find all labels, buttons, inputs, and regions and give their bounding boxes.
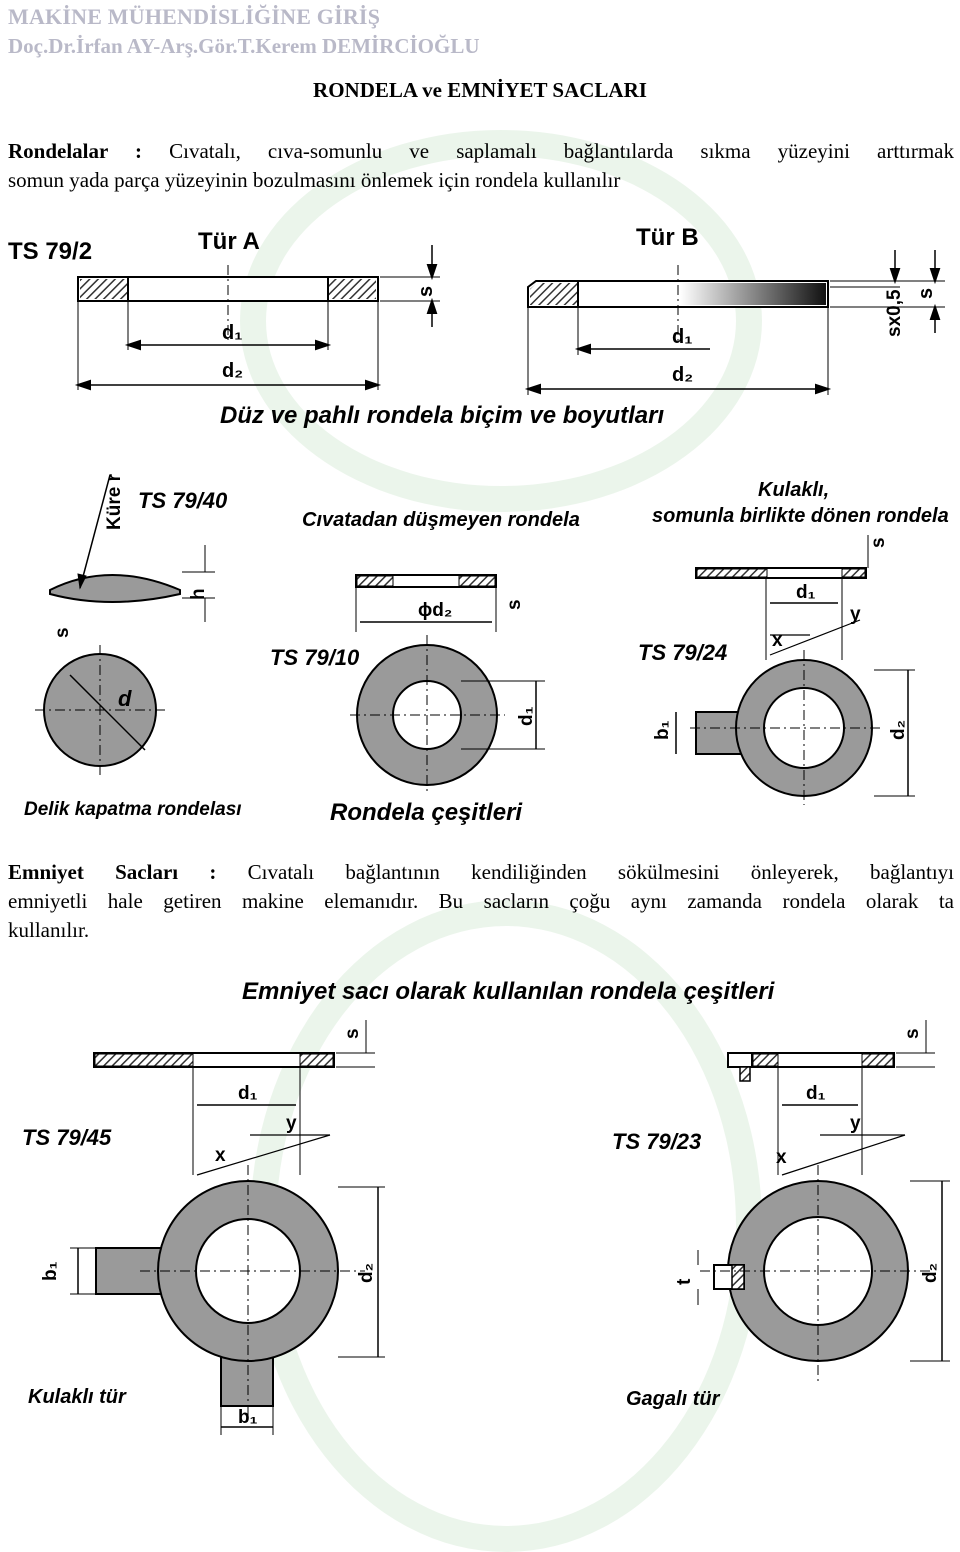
hole-cover-label: Delik kapatma rondelası [24,799,242,820]
dim-s-b: s [915,288,937,299]
dim-d1-b: d₁ [672,326,693,348]
page-title: RONDELA ve EMNİYET SACLARI [313,78,647,102]
type-a-washer [74,245,440,391]
dim-x-beaked: x [776,1147,787,1168]
dim-d1-eared: d₁ [238,1083,258,1104]
dim-y-eared: y [286,1113,297,1134]
beaked-lock-washer [697,1020,950,1385]
dim-phi-d2: ϕd₂ [418,600,452,621]
rondelalar-text-1: Cıvatalı, cıva-somunlu ve saplamalı bağl… [169,139,955,163]
dim-d2-eared: d₂ [356,1263,377,1283]
dim-b1-eared: b₁ [40,1261,61,1281]
dim-x-tab: x [772,630,783,651]
hole-cover-washer [35,474,215,775]
std-ts79-10: TS 79/10 [270,645,360,670]
emniyet-line-2: emniyetli hale getiren makine elemanıdır… [8,889,954,913]
figure-washer-types: Küre r TS 79/40 h s d Delik kapatma rond… [24,473,949,826]
dim-chamfer: sx0,5 [884,289,905,337]
dim-d2-tab: d₂ [888,720,909,740]
dim-b1-ear-bottom: b₁ [238,1407,258,1428]
authors-header: Doç.Dr.İrfan AY-Arş.Gör.T.Kerem DEMİRCİO… [8,34,480,58]
figure3-caption: Emniyet sacı olarak kullanılan rondela ç… [242,978,776,1005]
figure-lock-washers: Emniyet sacı olarak kullanılan rondela ç… [22,978,950,1435]
non-falling-title: Cıvatadan düşmeyen rondela [302,509,580,531]
std-ts79-40: TS 79/40 [138,488,228,513]
rondelalar-term: Rondelalar : [8,139,143,163]
rondelalar-line-2: somun yada parça yüzeyinin bozulmasını ö… [8,168,621,192]
std-ts79-24: TS 79/24 [638,640,727,665]
emniyet-text-1: Cıvatalı bağlantının kendiliğinden sökül… [247,860,955,884]
emniyet-term: Emniyet Sacları : [8,860,217,884]
figure1-caption: Düz ve pahlı rondela biçim ve boyutları [220,402,664,429]
type-b-washer [524,250,945,395]
dim-s-nf: s [504,599,525,610]
course-header: MAKİNE MÜHENDİSLİĞİNE GİRİŞ [8,4,381,29]
dim-t-beaked: t [674,1278,695,1285]
beaked-type-label: Gagalı tür [626,1388,721,1410]
emniyet-line-3: kullanılır. [8,918,90,942]
dim-y-beaked: y [850,1113,861,1134]
figure2-caption: Rondela çeşitleri [330,799,523,826]
eared-lock-washer [70,1020,385,1435]
dim-y-tab: y [850,604,861,625]
eared-type-label: Kulaklı tür [28,1386,127,1408]
non-falling-washer [350,574,545,795]
dim-d-cover: d [118,686,132,711]
type-b-label: Tür B [636,224,699,251]
tab-title-1: Kulaklı, [758,479,829,501]
dim-s-a: s [415,286,437,297]
dim-d2-a: d₂ [222,360,243,382]
std-ts79-2: TS 79/2 [8,238,92,265]
type-a-label: Tür A [198,228,260,255]
sphere-label: Küre r [104,473,125,530]
dim-s-cover: s [52,627,73,638]
dim-s-tab: s [868,537,889,548]
dim-d1-a: d₁ [222,322,243,344]
dim-d2-b: d₂ [672,364,693,386]
rondelalar-line-1: Rondelalar : Cıvatalı, cıva-somunlu ve s… [8,137,954,166]
dim-d1-tab: d₁ [796,582,816,603]
dim-h: h [188,588,209,600]
std-ts79-45: TS 79/45 [22,1125,112,1150]
dim-s-beaked: s [902,1028,923,1039]
dim-b1-tab: b₁ [652,720,673,740]
tabbed-washer [675,535,915,805]
tab-title-2: somunla birlikte dönen rondela [652,505,949,527]
emniyet-line-1: Emniyet Sacları : Cıvatalı bağlantının k… [8,858,954,887]
figure-flat-washer: TS 79/2 Tür A Tür B d₁ d₂ s [8,224,945,429]
dim-d2-beaked: d₂ [920,1263,941,1283]
dim-d1-beaked: d₁ [806,1083,826,1104]
dim-d1-nf: d₁ [516,706,537,726]
dim-s-eared: s [342,1028,363,1039]
std-ts79-23: TS 79/23 [612,1129,701,1154]
dim-x-eared: x [215,1145,226,1166]
